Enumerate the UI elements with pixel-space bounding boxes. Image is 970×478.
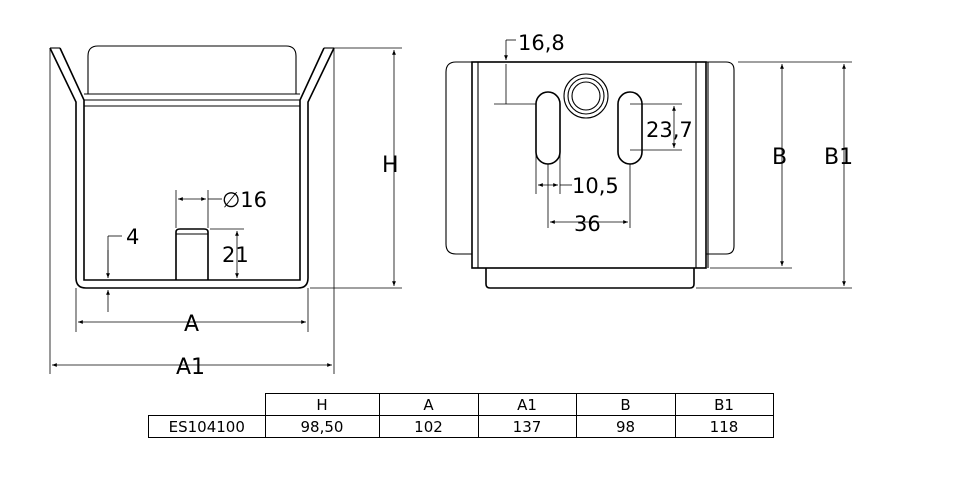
label-a1: A1 (176, 355, 205, 380)
dimension-23-7: 23,7 (630, 103, 693, 151)
dimension-10-5: 10,5 (535, 150, 619, 198)
header-h: H (264, 393, 380, 416)
header-a: A (378, 393, 479, 416)
label-4: 4 (126, 225, 139, 249)
front-view (49, 45, 335, 289)
header-b1: B1 (674, 393, 774, 416)
dimension-h: H (310, 47, 402, 289)
label-16-8: 16,8 (518, 31, 565, 55)
label-23-7: 23,7 (646, 118, 693, 142)
cell-a: 102 (378, 415, 479, 438)
label-b1: B1 (824, 145, 853, 170)
dimension-36: 36 (547, 164, 631, 236)
dimension-4: 4 (106, 225, 139, 312)
cell-h: 98,50 (264, 415, 380, 438)
label-21: 21 (222, 243, 249, 267)
label-10-5: 10,5 (572, 174, 619, 198)
cell-a1: 137 (477, 415, 577, 438)
label-36: 36 (574, 212, 601, 236)
header-b: B (575, 393, 676, 416)
dimension-a: A (75, 288, 309, 337)
cell-b: 98 (575, 415, 676, 438)
table-header-row: H A A1 B B1 (149, 393, 774, 416)
product-code: ES104100 (148, 415, 266, 438)
cell-b1: 118 (674, 415, 774, 438)
label-b: B (772, 145, 787, 170)
dimension-16-8: 16,8 (494, 31, 565, 105)
label-h: H (382, 153, 399, 178)
dimension-21: 21 (210, 228, 249, 278)
label-a: A (184, 312, 199, 337)
side-view (445, 61, 735, 289)
spec-table: H A A1 B B1 ES104100 98,50 102 137 98 11… (148, 393, 774, 438)
dimension-b: B (710, 61, 792, 269)
table-row: ES104100 98,50 102 137 98 118 (148, 415, 774, 438)
label-diameter-16: ∅16 (222, 188, 267, 212)
header-a1: A1 (477, 393, 577, 416)
dimension-a1: A1 (49, 48, 335, 380)
dimension-diameter-16: ∅16 (175, 188, 267, 228)
dimension-b1: B1 (696, 61, 853, 289)
